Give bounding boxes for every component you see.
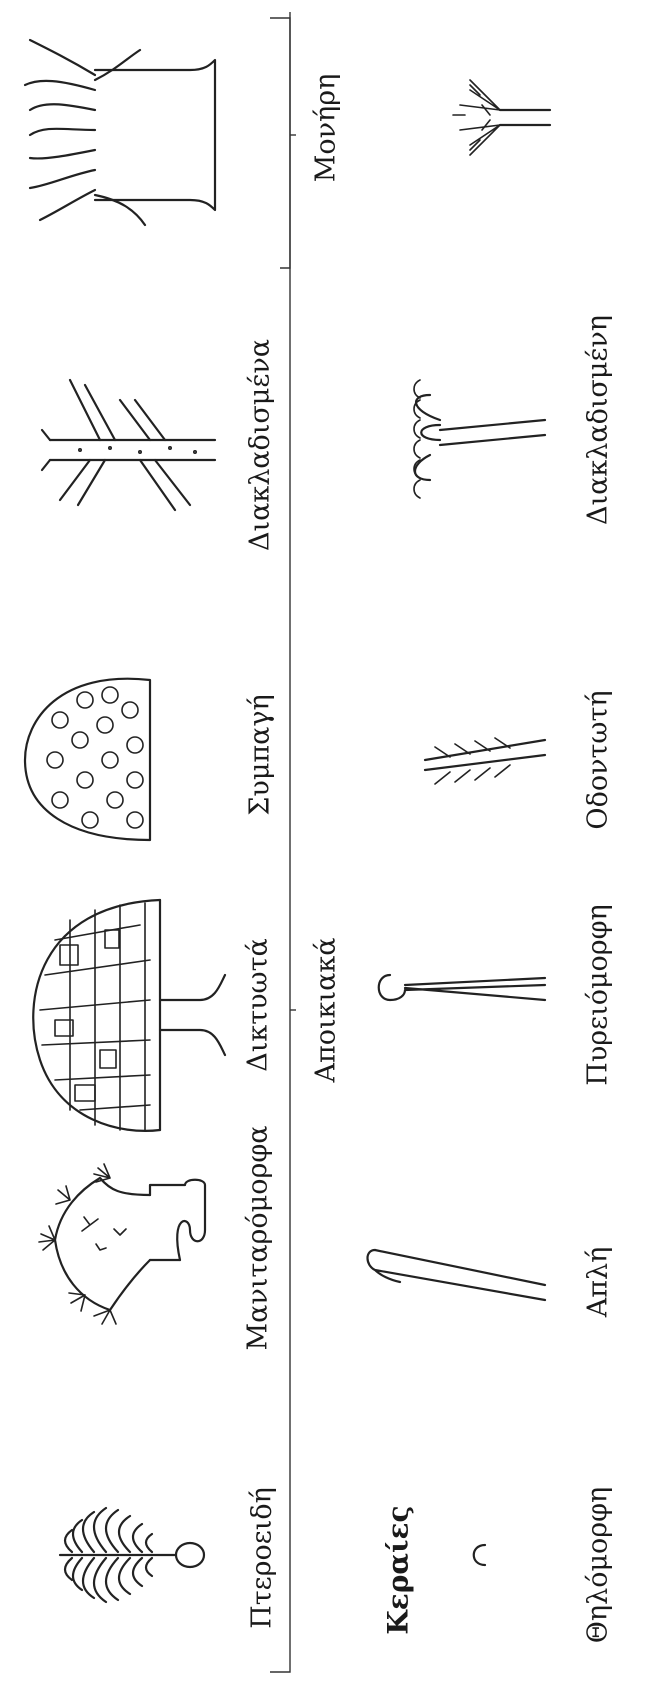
label-pinnate: Πτεροειδή xyxy=(247,1487,278,1629)
label-toothed: Οδοντωτή xyxy=(583,690,614,829)
label-branched: Διακλαδισμένα xyxy=(245,339,276,551)
tentacle-simple-drawing xyxy=(368,1250,546,1300)
branched-form-drawing xyxy=(42,380,215,510)
label-tentacles-heading: Κεραίες xyxy=(382,1505,415,1634)
pinnate-form-drawing xyxy=(60,1508,204,1602)
colonial-bracket xyxy=(270,18,290,1672)
label-capitate: Πυρειόμορφη xyxy=(583,904,614,1085)
label-solitary: Μονήρη xyxy=(311,74,342,183)
tentacle-toothed-drawing xyxy=(425,738,545,784)
label-branched-tentacle: Διακλαδισμένη xyxy=(583,315,614,525)
tentacle-branched-drawing-1 xyxy=(414,380,545,498)
label-mushroom: Μανιταρόμορφα xyxy=(243,1126,274,1351)
massive-form-drawing xyxy=(25,679,150,840)
label-massive: Συμπαγή xyxy=(245,694,276,815)
label-reticulate: Δικτυωτά xyxy=(243,938,274,1072)
group-bracket-lines xyxy=(270,12,296,1672)
label-nipple: Θηλόμορφη xyxy=(583,1487,614,1643)
label-colonial: Αποικιακά xyxy=(311,938,342,1083)
tentacle-capitate-drawing xyxy=(379,975,545,1000)
reticulate-form-drawing xyxy=(33,900,225,1131)
solitary-bracket xyxy=(280,12,290,268)
solitary-form-drawing xyxy=(25,40,215,225)
tentacle-nipple-drawing xyxy=(474,1545,485,1565)
label-simple: Απλή xyxy=(583,1247,614,1318)
mushroom-form-drawing xyxy=(39,1164,205,1324)
tentacle-branched-drawing-2 xyxy=(453,80,550,155)
